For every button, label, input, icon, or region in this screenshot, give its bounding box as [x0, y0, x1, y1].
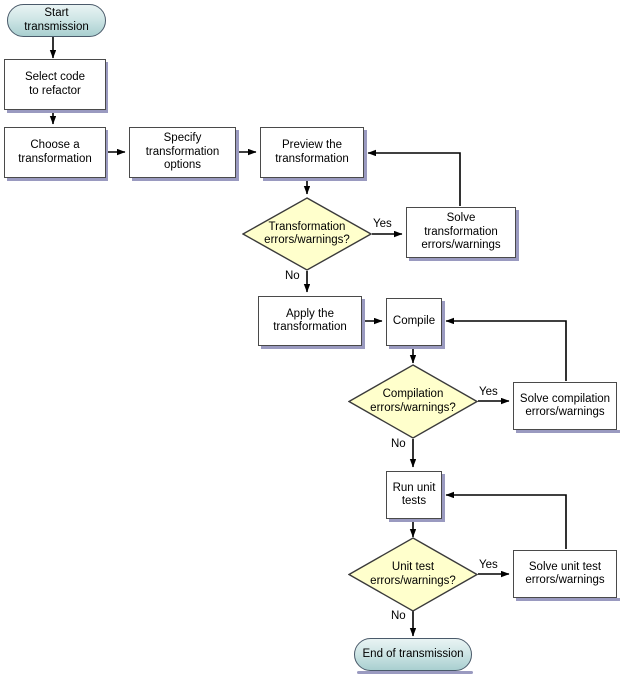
node-start-line-1: Start — [44, 7, 69, 19]
edge-solve-unit-test-to-run-tests — [445, 491, 567, 549]
edge-label-transformation-no: No — [285, 270, 300, 282]
node-solve-transformation-label: Solve transformation errors/warnings — [421, 212, 500, 253]
node-select-code-line-1: Select code — [24, 71, 86, 83]
node-choose-transformation-label: Choose a transformation — [18, 139, 92, 166]
node-preview[interactable]: Preview the transformation — [260, 127, 364, 178]
node-select-code-line-2: to refactor — [29, 84, 81, 97]
edge-label-unit-test-no: No — [391, 610, 406, 622]
shadow-apply-r — [362, 299, 365, 349]
node-compilation-decision[interactable]: Compilation errors/warnings? — [348, 364, 478, 439]
edge-label-transformation-yes: Yes — [373, 218, 392, 230]
node-solve-unit-test[interactable]: Solve unit test errors/warnings — [513, 550, 617, 598]
node-apply[interactable]: Apply the transformation — [258, 296, 362, 346]
edge-solve-transformation-to-preview — [367, 149, 461, 206]
node-solve-transformation[interactable]: Solve transformation errors/warnings — [406, 207, 516, 258]
node-transformation-decision[interactable]: Transformation errors/warnings? — [242, 197, 372, 271]
node-apply-line-2: transformation — [273, 321, 347, 333]
solve-transformation-line-2: transformation — [424, 225, 498, 238]
node-apply-label: Apply the transformation — [273, 308, 347, 335]
node-specify-line-2: transformation — [145, 145, 220, 158]
node-compile[interactable]: Compile — [386, 298, 442, 346]
node-preview-line-2: transformation — [275, 152, 349, 165]
node-end[interactable]: End of transmission — [354, 638, 472, 671]
run-tests-line-1: Run unit — [392, 481, 436, 494]
node-select-code[interactable]: Select code to refactor — [4, 59, 106, 110]
node-select-code-label: Select code to refactor — [25, 71, 85, 98]
node-preview-line-1: Preview the — [281, 139, 343, 151]
node-run-tests[interactable]: Run unit tests — [386, 471, 442, 519]
solve-unit-test-line-2: errors/warnings — [525, 574, 605, 586]
node-end-line-1: End of transmission — [362, 647, 464, 660]
node-specify-options-label: Specify transformation options — [146, 132, 220, 173]
shadow-end — [357, 671, 473, 674]
solve-transformation-line-3: errors/warnings — [421, 239, 501, 252]
edge-solve-compilation-to-compile — [445, 317, 567, 381]
shadow-specify-r — [236, 130, 239, 181]
shadow-run-tests-r — [442, 474, 445, 522]
shadow-specify — [132, 178, 239, 181]
node-specify-line-1: Specify — [163, 132, 202, 145]
node-choose-line-2: transformation — [18, 152, 92, 165]
solve-transformation-line-1: Solve — [446, 212, 476, 225]
shadow-preview-r — [364, 130, 367, 181]
node-solve-compilation-label: Solve compilation errors/warnings — [520, 393, 610, 420]
node-compile-line-1: Compile — [392, 315, 436, 328]
node-choose-line-1: Choose a — [30, 139, 80, 151]
node-choose-transformation[interactable]: Choose a transformation — [4, 127, 106, 178]
transformation-decision-shape — [242, 197, 372, 271]
node-specify-line-3: options — [163, 159, 202, 172]
node-start-label: Start transmission — [24, 7, 89, 34]
shadow-solve-transformation-r — [516, 210, 519, 261]
edge-label-unit-test-yes: Yes — [479, 559, 498, 571]
shadow-compile-r — [442, 301, 445, 349]
solve-compilation-line-2: errors/warnings — [525, 406, 605, 418]
node-run-tests-label: Run unit tests — [393, 482, 436, 509]
node-solve-unit-test-label: Solve unit test errors/warnings — [525, 561, 604, 588]
node-end-label: End of transmission — [363, 648, 464, 662]
edge-label-compilation-yes: Yes — [479, 386, 498, 398]
compilation-decision-shape — [348, 364, 478, 439]
shadow-solve-transformation — [409, 258, 519, 261]
node-unit-test-decision[interactable]: Unit test errors/warnings? — [348, 537, 478, 612]
node-solve-compilation[interactable]: Solve compilation errors/warnings — [513, 382, 617, 430]
run-tests-line-2: tests — [401, 495, 427, 507]
node-apply-line-1: Apply the — [286, 307, 334, 320]
solve-compilation-line-1: Solve compilation — [519, 392, 611, 405]
shadow-compile — [389, 346, 445, 349]
node-compile-label: Compile — [393, 315, 435, 329]
node-start[interactable]: Start transmission — [7, 4, 106, 37]
node-preview-label: Preview the transformation — [275, 139, 349, 166]
node-start-line-2: transmission — [24, 20, 89, 33]
shadow-run-tests — [389, 519, 445, 522]
solve-unit-test-line-1: Solve unit test — [528, 560, 602, 573]
shadow-solve-unit-test — [516, 598, 620, 601]
shadow-apply — [261, 346, 365, 349]
node-specify-options[interactable]: Specify transformation options — [129, 127, 236, 178]
shadow-solve-compilation — [516, 430, 620, 433]
shadow-select-code-r — [105, 62, 108, 113]
unit-test-decision-shape — [348, 537, 478, 612]
shadow-select-code — [7, 110, 108, 113]
shadow-choose-r — [105, 130, 108, 181]
edge-label-compilation-no: No — [391, 438, 406, 450]
shadow-preview — [263, 178, 367, 181]
shadow-choose — [7, 178, 108, 181]
